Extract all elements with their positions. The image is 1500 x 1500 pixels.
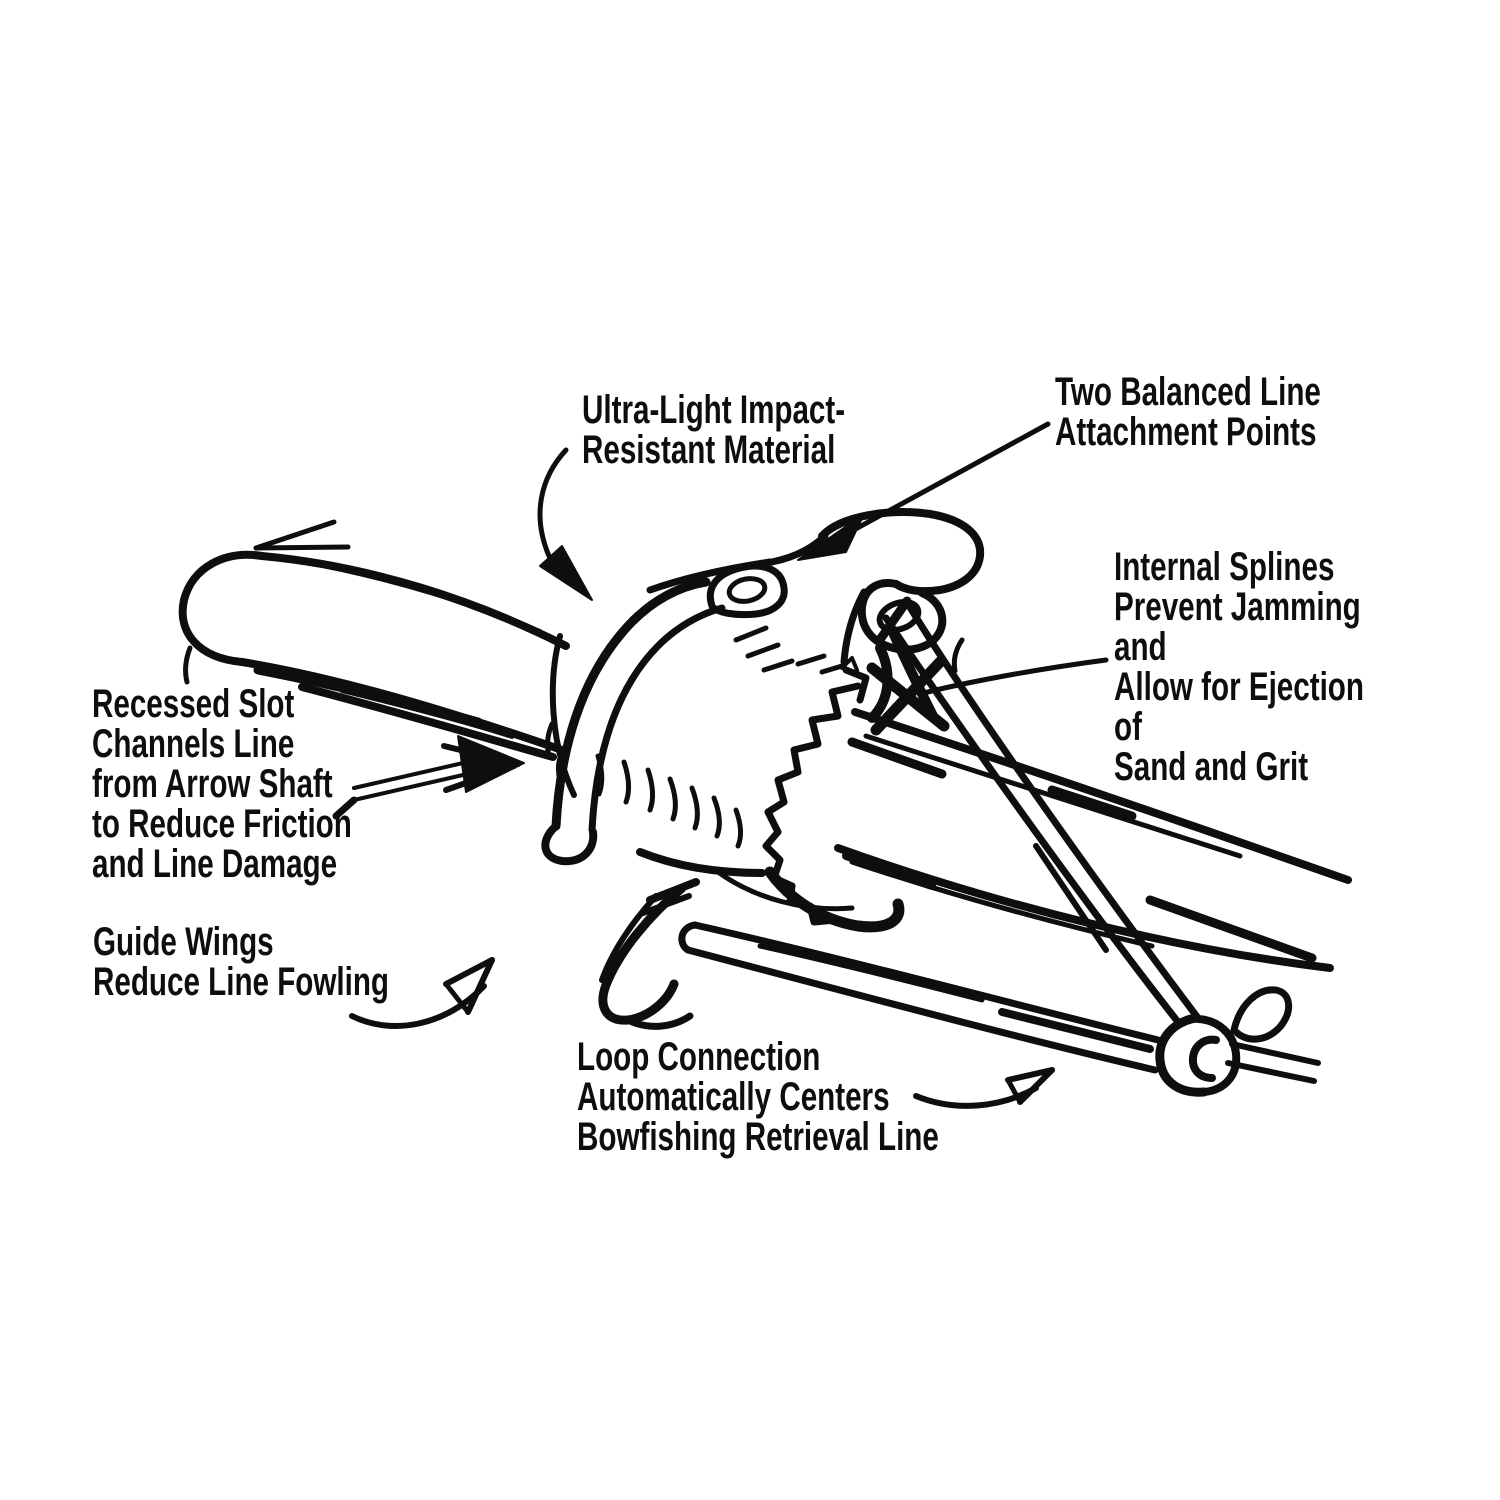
arrow-to-attachment-points-icon	[797, 421, 1051, 561]
label-recessed-slot: Recessed Slot Channels Line from Arrow S…	[92, 682, 352, 886]
label-internal-splines: Internal Splines Prevent Jamming and All…	[1114, 545, 1364, 789]
retrieval-line	[678, 921, 1162, 1074]
pointer-to-internal-splines-icon	[866, 656, 1109, 736]
arrow-to-recessed-slot-icon	[332, 735, 525, 820]
label-loop-connection: Loop Connection Automatically Centers Bo…	[577, 1035, 939, 1159]
arrow-to-guide-wings-icon	[349, 957, 495, 1029]
nock-notch-icon	[253, 519, 337, 551]
attachment-ear-left	[706, 562, 788, 619]
rear-arrow-shaft	[178, 519, 570, 761]
loop-connection-ring	[1155, 986, 1321, 1097]
label-guide-wings: Guide Wings Reduce Line Fowling	[93, 920, 390, 1004]
label-ultra-light-material: Ultra-Light Impact- Resistant Material	[582, 388, 846, 472]
internal-splines	[715, 666, 905, 933]
label-two-balanced-attachment-points: Two Balanced Line Attachment Points	[1055, 370, 1321, 454]
guide-wing-upper	[551, 577, 711, 831]
arrow-to-loop-connection-icon	[913, 1067, 1055, 1109]
arrow-to-material-icon	[537, 447, 593, 601]
guide-wing-lower	[598, 883, 687, 1025]
slide-body	[541, 508, 985, 1030]
